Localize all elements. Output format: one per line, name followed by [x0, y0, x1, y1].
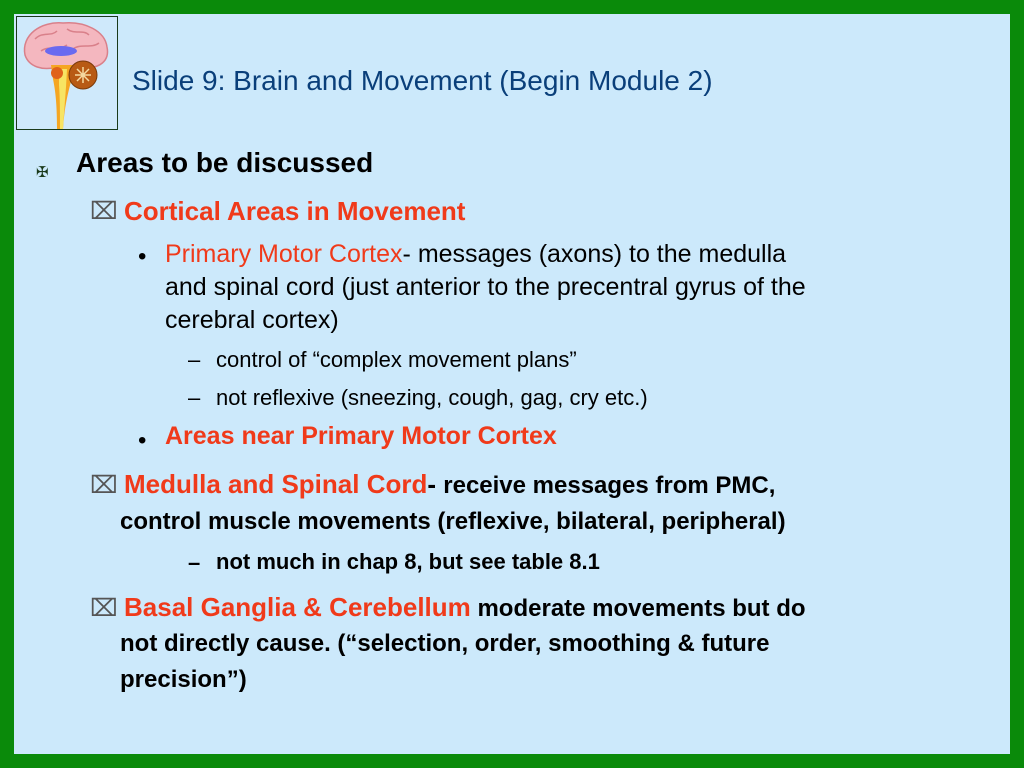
- dash-bullet-icon: –: [188, 550, 201, 575]
- cross-bullet-icon: ✠: [36, 164, 49, 181]
- medulla-label: Medulla and Spinal Cord: [124, 469, 428, 499]
- dash-bullet-icon: –: [188, 347, 201, 372]
- slide-title: Slide 9: Brain and Movement (Begin Modul…: [132, 65, 713, 96]
- medulla-line-2: control muscle movements (reflexive, bil…: [120, 508, 786, 535]
- medulla-dash: -: [427, 469, 444, 499]
- pmc-line-1: Primary Motor Cortex- messages (axons) t…: [165, 240, 786, 270]
- sub-item-1: control of “complex movement plans”: [216, 347, 577, 372]
- pmc-line-3: cerebral cortex): [165, 306, 339, 334]
- slide: Slide 9: Brain and Movement (Begin Modul…: [14, 14, 1010, 754]
- brain-logo: [16, 16, 118, 130]
- brain-icon: [17, 17, 117, 129]
- dot-bullet-icon: •: [138, 243, 147, 270]
- medulla-line-1: Medulla and Spinal Cord- receive message…: [124, 469, 775, 500]
- envelope-x-bullet-icon: ⌧: [90, 472, 118, 499]
- pmc-label: Primary Motor Cortex: [165, 240, 403, 268]
- envelope-x-bullet-icon: ⌧: [90, 198, 118, 225]
- medulla-sub-item: not much in chap 8, but see table 8.1: [216, 549, 600, 574]
- medulla-line-1-rest: receive messages from PMC,: [443, 472, 776, 499]
- basal-line-3: precision”): [120, 666, 247, 693]
- sub-item-2: not reflexive (sneezing, cough, gag, cry…: [216, 385, 648, 410]
- basal-label: Basal Ganglia & Cerebellum: [124, 592, 471, 622]
- dot-bullet-icon: •: [138, 427, 147, 454]
- basal-line-2: not directly cause. (“selection, order, …: [120, 630, 770, 657]
- pmc-line-1-rest: - messages (axons) to the medulla: [402, 240, 787, 268]
- areas-near-pmc: Areas near Primary Motor Cortex: [165, 422, 557, 450]
- basal-line-1: Basal Ganglia & Cerebellum moderate move…: [124, 592, 806, 623]
- envelope-x-bullet-icon: ⌧: [90, 595, 118, 622]
- basal-line-1-rest: moderate movements but do: [470, 595, 806, 622]
- cortical-areas-label: Cortical Areas in Movement: [124, 196, 466, 226]
- pmc-line-2: and spinal cord (just anterior to the pr…: [165, 273, 806, 301]
- heading-areas: Areas to be discussed: [76, 147, 374, 178]
- dash-bullet-icon: –: [188, 385, 201, 410]
